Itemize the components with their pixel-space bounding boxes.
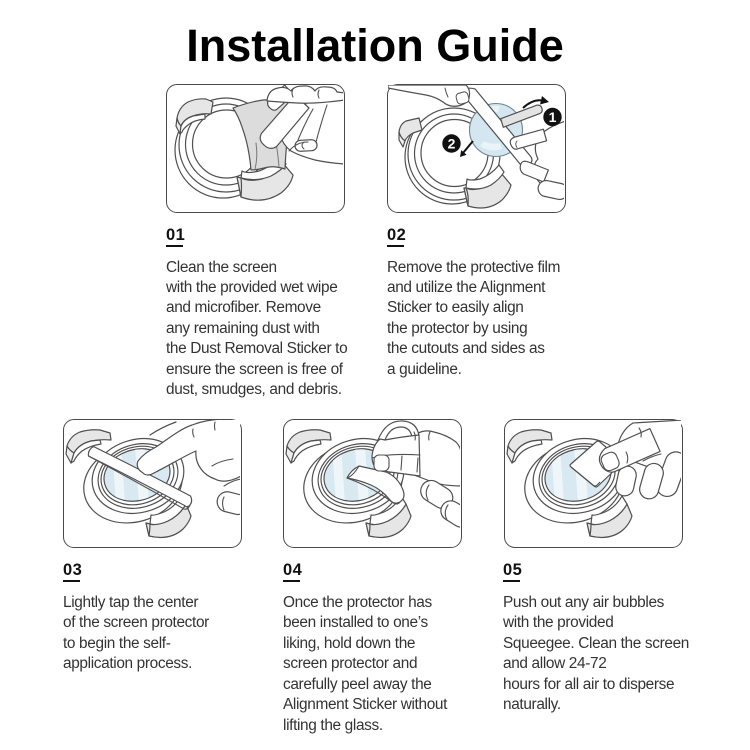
svg-text:2: 2 [448, 135, 456, 151]
svg-text:1: 1 [549, 109, 557, 125]
